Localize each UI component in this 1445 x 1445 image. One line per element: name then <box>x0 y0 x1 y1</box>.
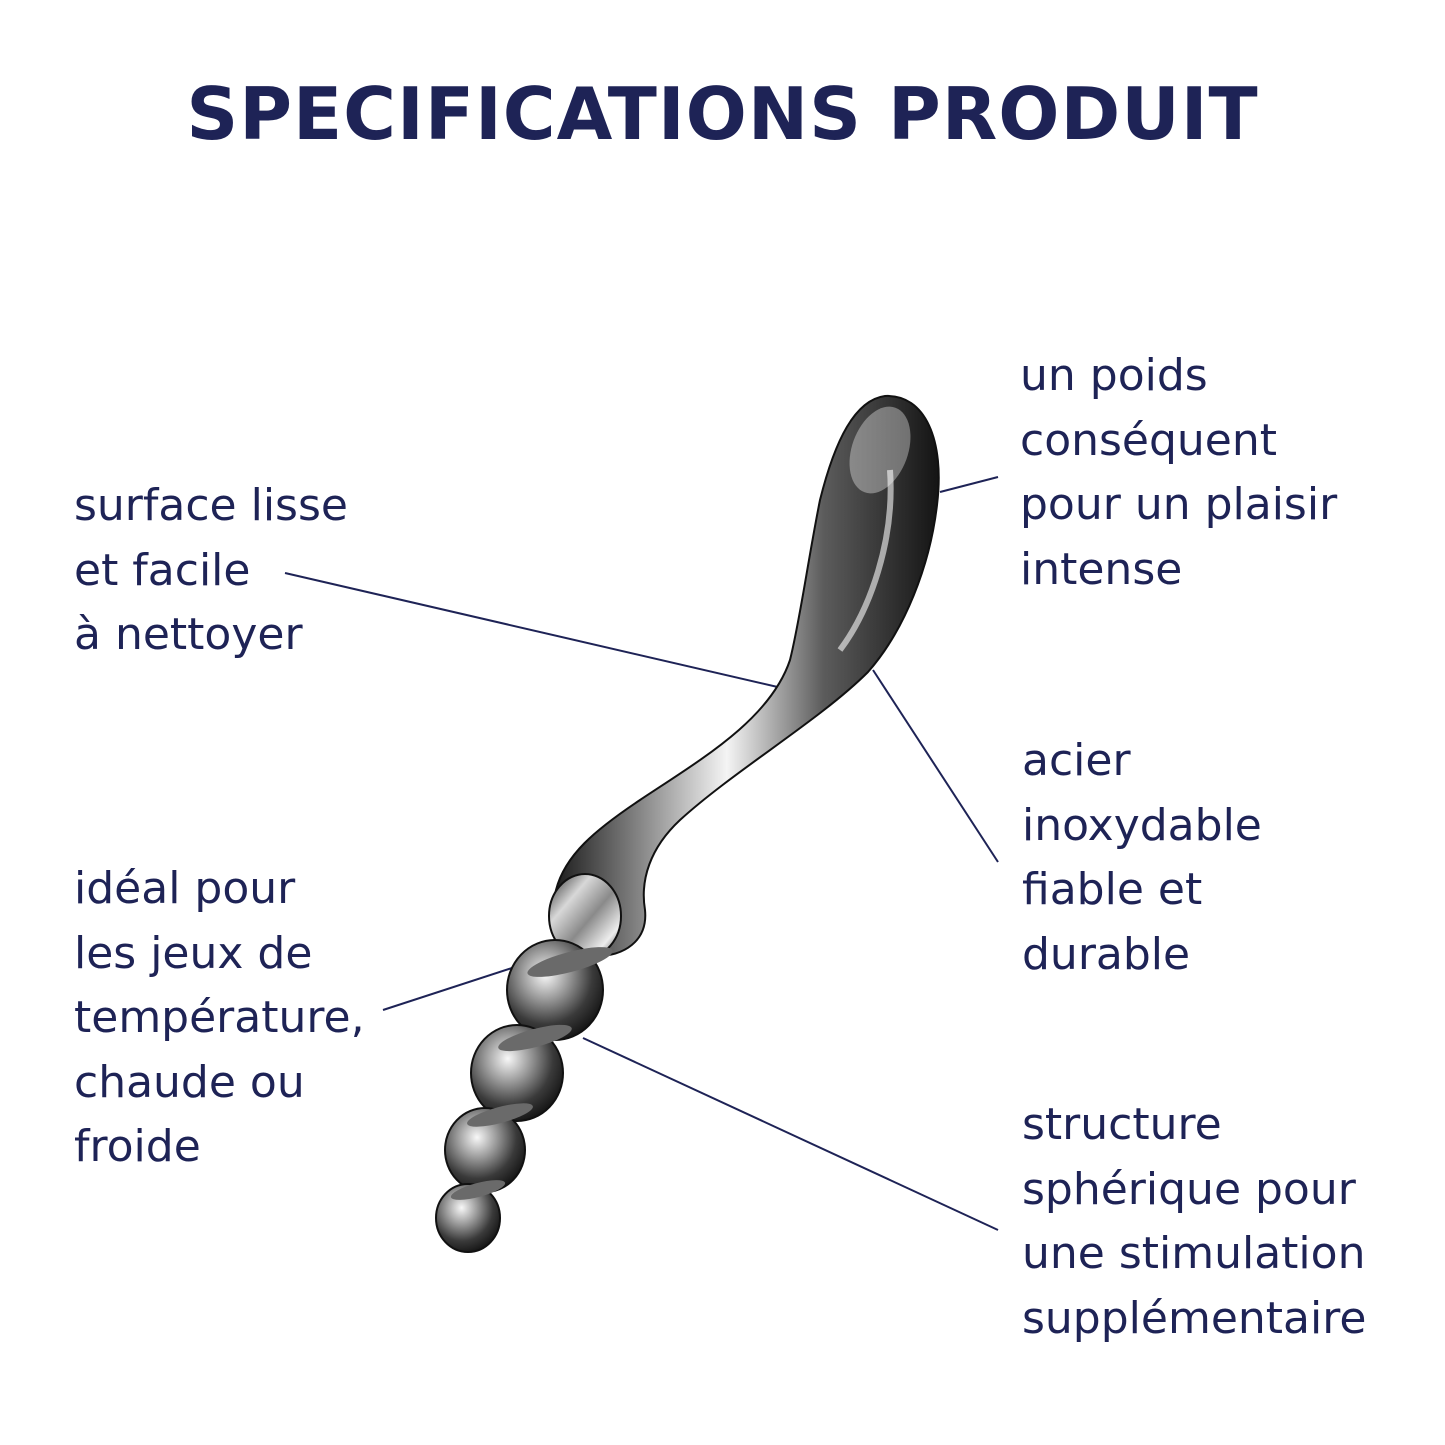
callout-line: température, <box>74 992 365 1043</box>
callout-surface: surface lisse et facile à nettoyer <box>74 474 348 668</box>
callout-line: surface lisse <box>74 480 348 531</box>
callout-structure: structure sphérique pour une stimulation… <box>1022 1093 1366 1351</box>
callout-line: inoxydable <box>1022 799 1262 851</box>
callout-line: les jeux de <box>74 927 313 979</box>
callout-line: une stimulation <box>1022 1228 1366 1279</box>
callout-line: fiable et <box>1022 864 1203 915</box>
callout-line: froide <box>74 1121 201 1172</box>
bead-ring-2 <box>498 1024 572 1052</box>
callout-line: structure <box>1022 1099 1222 1150</box>
leader-line-temperature <box>382 967 513 1011</box>
leader-line-steel <box>872 669 999 863</box>
bead-ring-3 <box>467 1103 533 1127</box>
leader-line-structure <box>582 1037 999 1231</box>
callout-line: sphérique pour <box>1022 1163 1356 1215</box>
bead-5 <box>435 1183 501 1253</box>
leader-line-surface <box>284 572 783 689</box>
callout-line: à nettoyer <box>74 609 303 660</box>
leader-line-weight <box>939 476 999 493</box>
bead-ring-4 <box>450 1180 506 1200</box>
steel-wand-shape <box>435 394 940 1253</box>
callout-line: chaude ou <box>74 1056 305 1108</box>
callout-steel: acier inoxydable fiable et durable <box>1022 729 1262 987</box>
callout-line: un poids <box>1020 350 1208 401</box>
callout-line: idéal pour <box>74 863 296 914</box>
bead-ring-1 <box>527 947 613 977</box>
bead-3 <box>470 1024 564 1122</box>
callout-line: acier <box>1022 735 1131 786</box>
callout-temperature: idéal pour les jeux de température, chau… <box>74 857 365 1180</box>
callout-line: supplémentaire <box>1022 1292 1367 1344</box>
callout-line: durable <box>1022 928 1191 980</box>
page-title: SPECIFICATIONS PRODUIT <box>186 72 1259 156</box>
callout-line: pour un plaisir <box>1020 479 1338 530</box>
callout-line: et facile <box>74 544 251 596</box>
callout-line: conséquent <box>1020 414 1278 466</box>
callout-line: intense <box>1020 543 1183 595</box>
leader-lines <box>284 476 999 1231</box>
callout-weight: un poids conséquent pour un plaisir inte… <box>1020 344 1337 602</box>
